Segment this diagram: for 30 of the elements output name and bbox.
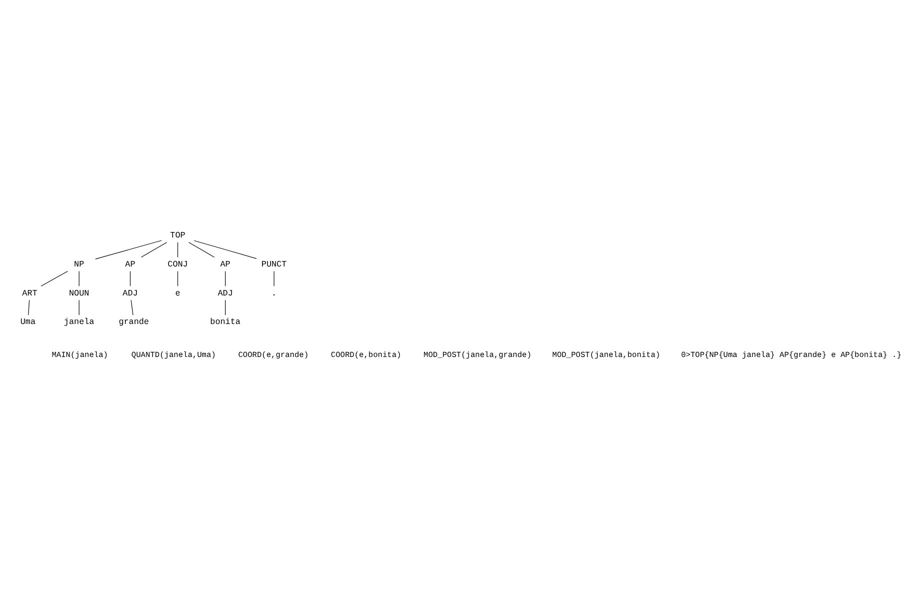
connector: [225, 270, 226, 286]
node-text: AP: [125, 258, 136, 269]
connector: [177, 242, 178, 258]
node-text: NP: [74, 258, 84, 269]
node-text: bonita: [210, 316, 240, 327]
connector: [78, 270, 80, 286]
connector: [177, 270, 178, 286]
node-text: grande: [118, 316, 149, 327]
node-text: ADJ: [122, 288, 138, 298]
connector: [78, 299, 80, 315]
node-text: .: [272, 288, 277, 298]
connector: [130, 299, 134, 315]
node-text: NOUN: [68, 288, 90, 298]
node-text: ART: [22, 288, 38, 298]
node-text: AP: [220, 258, 230, 269]
node-text: Uma: [20, 316, 36, 327]
node-text: janela: [64, 316, 94, 327]
connector: [140, 242, 168, 258]
connector: [95, 240, 162, 259]
node-text: PUNCT: [261, 258, 287, 269]
connector: [130, 270, 131, 286]
connector: [40, 270, 68, 286]
connector: [194, 240, 257, 258]
node-text: CONJ: [168, 258, 188, 269]
connector: [225, 299, 226, 315]
connector: [28, 299, 30, 315]
node-text: TOP: [170, 230, 186, 240]
connector: [188, 242, 215, 258]
node-text: e: [175, 288, 180, 298]
node-text: ADJ: [218, 288, 233, 298]
